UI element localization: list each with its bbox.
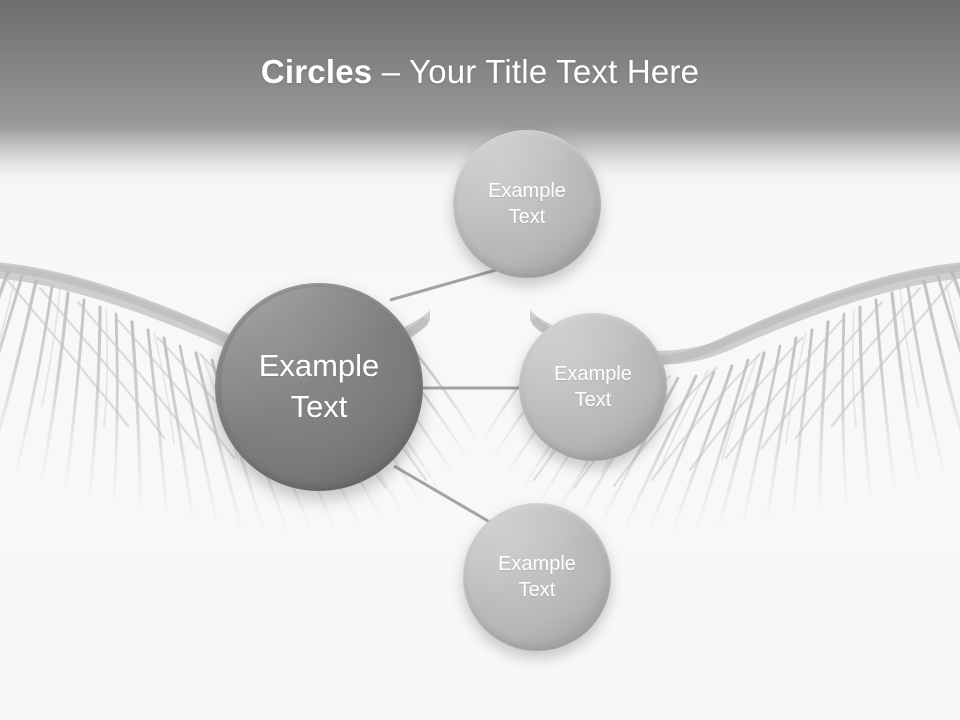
center-node-label: Example Text (249, 346, 390, 428)
satellite-node-bottom[interactable]: Example Text (463, 503, 611, 651)
center-node-label-line2: Text (290, 389, 348, 424)
satellite-node-bottom-label-line1: Example (498, 552, 576, 575)
satellite-node-bottom-label-line2: Text (518, 579, 556, 601)
page-title: Circles – Your Title Text Here (0, 52, 960, 92)
satellite-node-right-label-line1: Example (554, 362, 632, 385)
center-node[interactable]: Example Text (215, 283, 423, 491)
satellite-node-top-label-line2: Text (508, 206, 546, 228)
satellite-node-right-label-line2: Text (574, 389, 612, 411)
satellite-node-top-label-line1: Example (488, 179, 566, 202)
satellite-node-top-label: Example Text (478, 178, 576, 231)
satellite-node-right-label: Example Text (544, 361, 642, 414)
satellite-node-top[interactable]: Example Text (453, 130, 601, 278)
page-title-strong: Circles (260, 53, 373, 90)
page-title-rest: Your Title Text Here (409, 53, 700, 90)
satellite-node-right[interactable]: Example Text (519, 313, 667, 461)
satellite-node-bottom-label: Example Text (488, 551, 586, 604)
page-title-separator: – (372, 53, 410, 90)
title-band (0, 0, 960, 126)
center-node-label-line1: Example (258, 348, 380, 384)
connector-center-to-bottom (393, 464, 501, 530)
